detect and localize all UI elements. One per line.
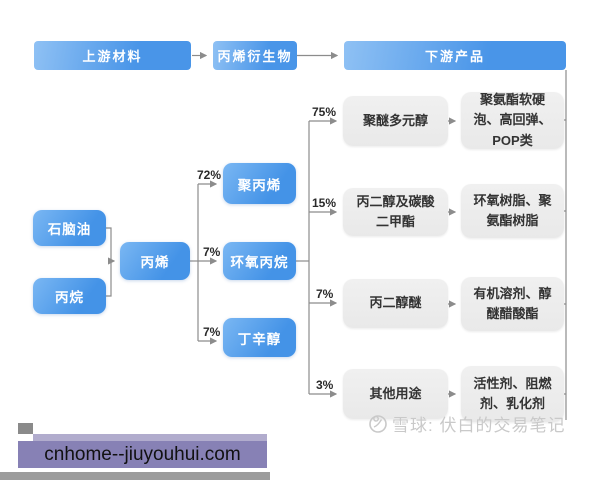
node-organic-solvent-applications: 有机溶剂、醇醚醋酸酯 <box>461 277 564 331</box>
node-glycol-ether: 丙二醇醚 <box>343 279 448 328</box>
footer-site-text: cnhome--jiuyouhui.com <box>44 443 241 465</box>
node-naphtha: 石脑油 <box>33 210 106 246</box>
watermark: 雪球: 伏白的交易笔记 <box>368 411 565 436</box>
node-propylene-oxide: 环氧丙烷 <box>223 242 296 280</box>
node-butanol-octanol: 丁辛醇 <box>223 318 296 357</box>
pct-propylene-glycol-dmc: 15% <box>312 196 337 210</box>
pct-glycol-ether: 7% <box>316 287 334 301</box>
footer-bottom-strip <box>0 472 270 480</box>
header-upstream-materials: 上游材料 <box>34 41 191 70</box>
node-polyether-polyol: 聚醚多元醇 <box>343 96 448 146</box>
pct-propylene-oxide: 7% <box>203 245 221 259</box>
header-downstream-products: 下游产品 <box>344 41 566 70</box>
xueqiu-logo-icon <box>369 414 387 433</box>
pct-butanol-octanol: 7% <box>203 325 221 339</box>
node-polypropylene: 聚丙烯 <box>223 163 296 204</box>
watermark-text: 雪球: 伏白的交易笔记 <box>392 416 566 435</box>
footer-site-bar: cnhome--jiuyouhui.com <box>18 441 267 468</box>
node-propylene: 丙烯 <box>120 242 190 280</box>
footer-corner-square <box>18 423 33 434</box>
footer-top-strip <box>33 434 267 441</box>
node-propane: 丙烷 <box>33 278 106 314</box>
node-surfactant-applications: 活性剂、阻燃剂、乳化剂 <box>461 366 564 422</box>
node-epoxy-resin-applications: 环氧树脂、聚氨酯树脂 <box>461 184 564 238</box>
header-propylene-derivatives: 丙烯衍生物 <box>213 41 297 70</box>
node-other-uses: 其他用途 <box>343 369 448 419</box>
node-propylene-glycol-dmc: 丙二醇及碳酸二甲酯 <box>343 188 448 236</box>
node-polyurethane-foam-applications: 聚氨酯软硬泡、高回弹、POP类 <box>461 92 564 149</box>
pct-other-uses: 3% <box>316 378 334 392</box>
pct-polyether-polyol: 75% <box>312 105 337 119</box>
pct-polypropylene: 72% <box>197 168 222 182</box>
